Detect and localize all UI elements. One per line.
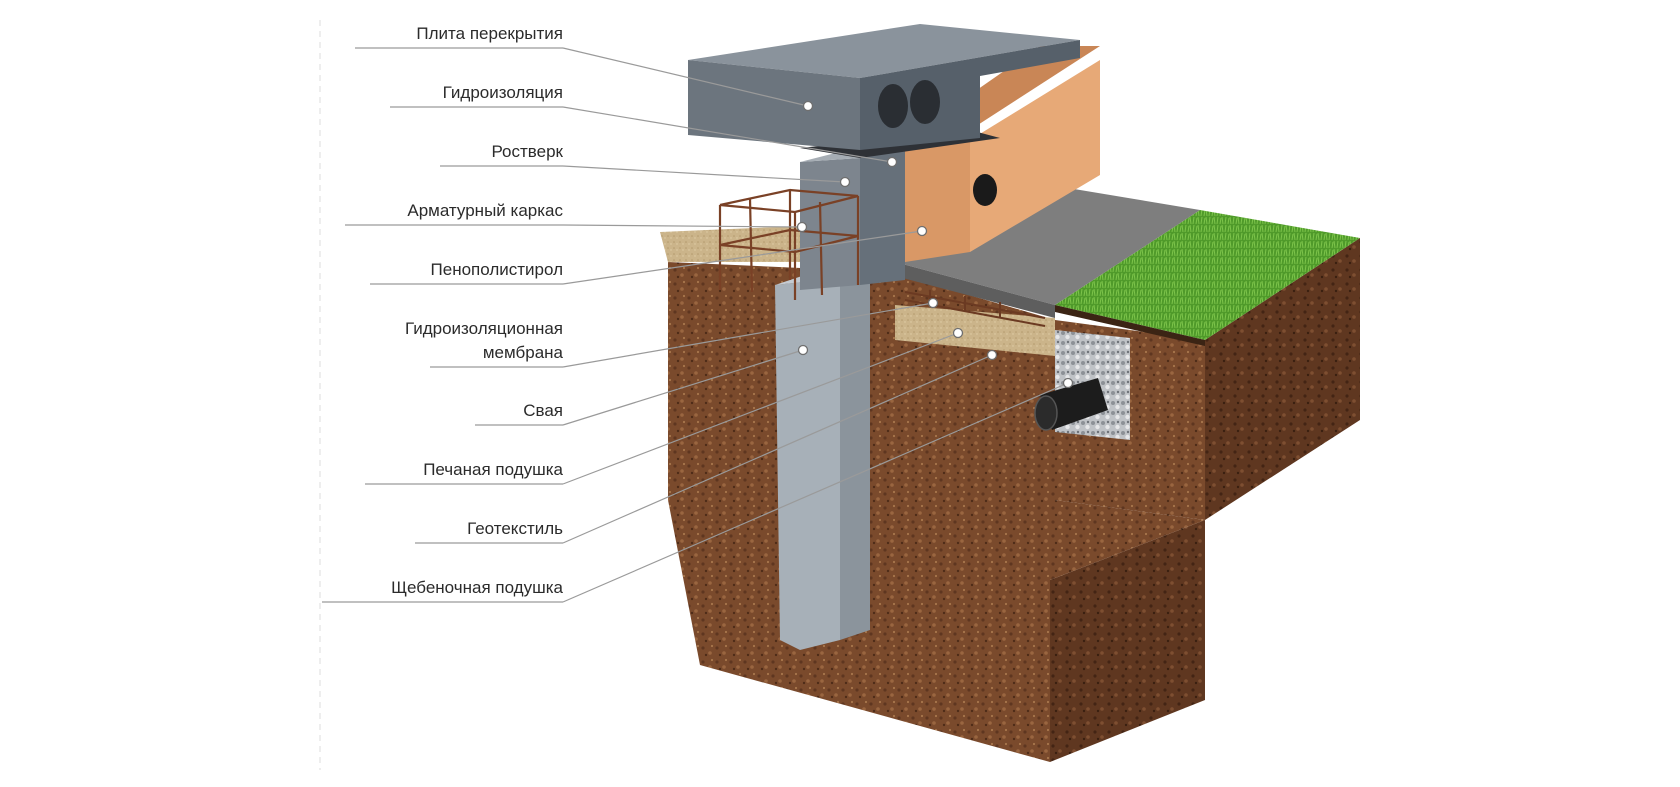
eps-front [905,140,970,262]
label-sand: Печаная подушка [423,460,563,479]
eps-vent-hole [973,174,997,206]
foundation-illustration [660,24,1360,762]
leader-waterproofing [562,106,893,163]
label-rebar: Арматурный каркас [407,201,563,220]
marker-slab [802,100,814,112]
label-geotextile: Геотекстиль [467,519,563,538]
label-eps: Пенополистирол [431,260,563,279]
soil-block-right-side [1205,238,1360,520]
leader-pile [562,349,804,426]
slab-top [688,24,1080,78]
leader-grillage [562,165,846,183]
blind-area-top [895,180,1200,305]
label-gravel: Щебеночная подушка [391,578,563,597]
marker-grillage [839,176,851,188]
pile-side [840,270,870,640]
eps-side [970,60,1100,252]
grass-top [1055,210,1360,340]
label-slab: Плита перекрытия [416,24,563,43]
label-membrane-line-2: мембрана [483,343,564,362]
sand-layer-right [895,305,1055,356]
label-pile: Свая [523,401,563,420]
soil-block-lower-front [1050,520,1205,762]
grass-edge [1055,305,1205,346]
slab-front [688,60,860,150]
leader-slab [562,47,809,107]
label-membrane-line-1: Гидроизоляционная [405,319,563,338]
drain-pipe [1034,378,1108,431]
marker-rebar [796,221,808,233]
grillage-front [800,158,860,290]
leader-gravel [562,382,1069,603]
marker-membrane [927,297,939,309]
marker-sand [952,327,964,339]
pile-front [775,278,840,650]
slab-hollow-1 [878,84,908,128]
callout-labels: Плита перекрытия Гидроизоляция Ростверк … [322,24,1074,603]
marker-gravel [1062,377,1074,389]
leader-membrane [562,302,934,368]
grillage-side [860,150,905,285]
leader-sand [562,332,959,485]
marker-pile [797,344,809,356]
label-grillage: Ростверк [491,142,563,161]
leader-rebar [562,224,803,228]
marker-geotextile [986,349,998,361]
slab-side [860,40,1080,150]
marker-eps [916,225,928,237]
blind-area-front [895,262,1055,318]
label-waterproofing: Гидроизоляция [443,83,563,102]
slab-hollow-2 [910,80,940,124]
leader-eps [562,230,923,285]
leader-geotextile [562,354,993,544]
marker-waterproofing [886,156,898,168]
